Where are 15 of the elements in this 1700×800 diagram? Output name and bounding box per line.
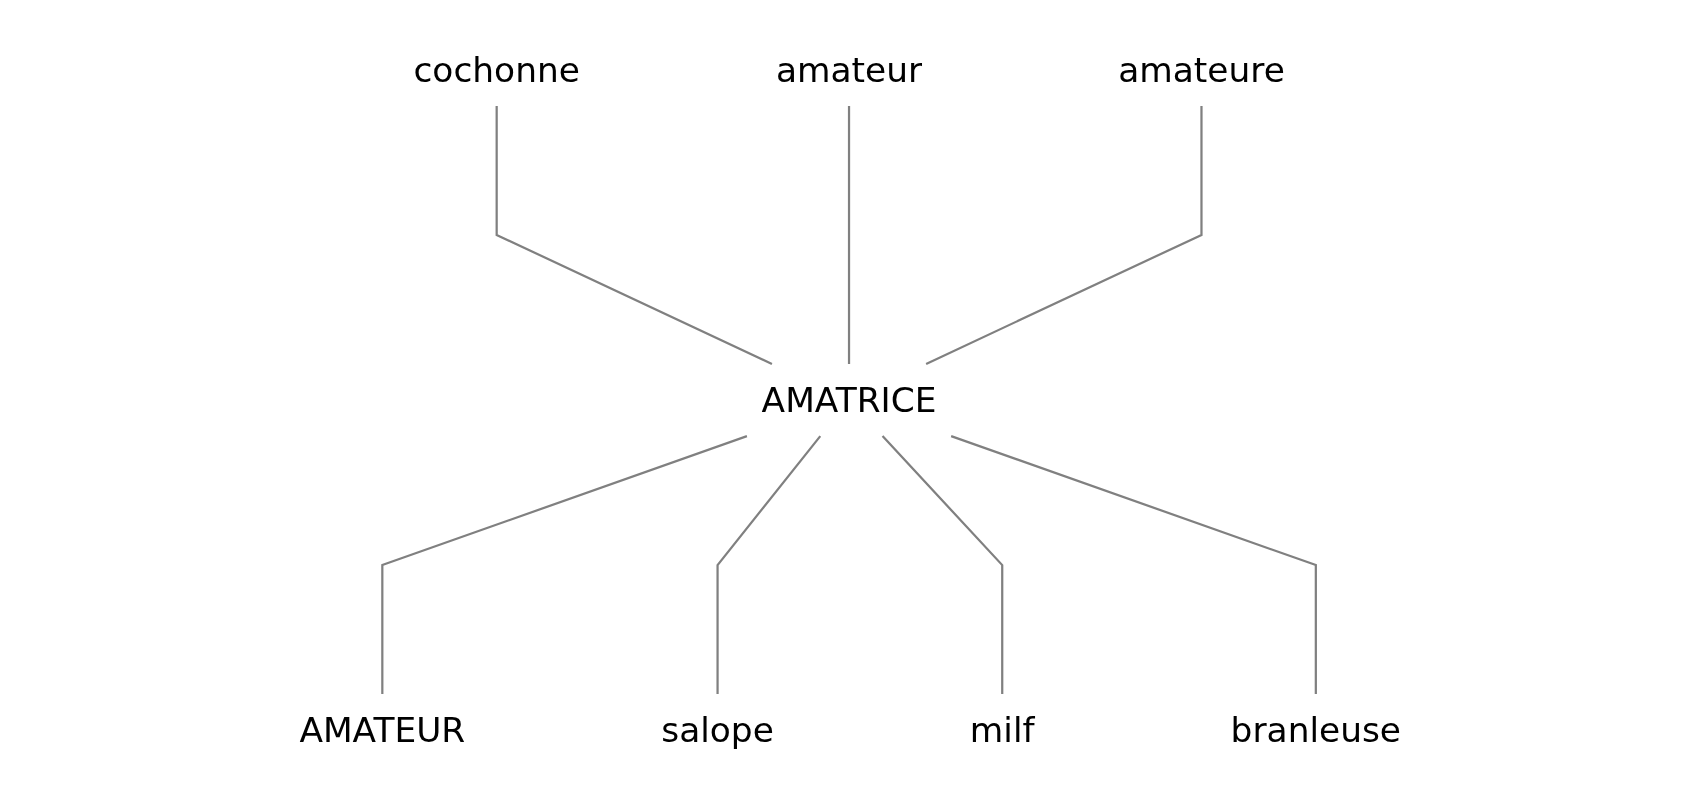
connector (925, 105, 1203, 365)
connector (495, 105, 773, 365)
node-text: AMATEUR (299, 709, 466, 751)
connector (716, 435, 821, 695)
node-text: amateure (1117, 49, 1285, 91)
node-text: milf (969, 709, 1035, 751)
node-text: amateur (775, 49, 922, 91)
node-text: branleuse (1230, 709, 1401, 751)
connector (881, 435, 1004, 695)
node-text: AMATRICE (761, 379, 937, 421)
connector (847, 105, 850, 364)
node-text: salope (661, 709, 774, 751)
connector (950, 435, 1317, 695)
connector (381, 435, 748, 695)
node-text: cochonne (413, 49, 580, 91)
